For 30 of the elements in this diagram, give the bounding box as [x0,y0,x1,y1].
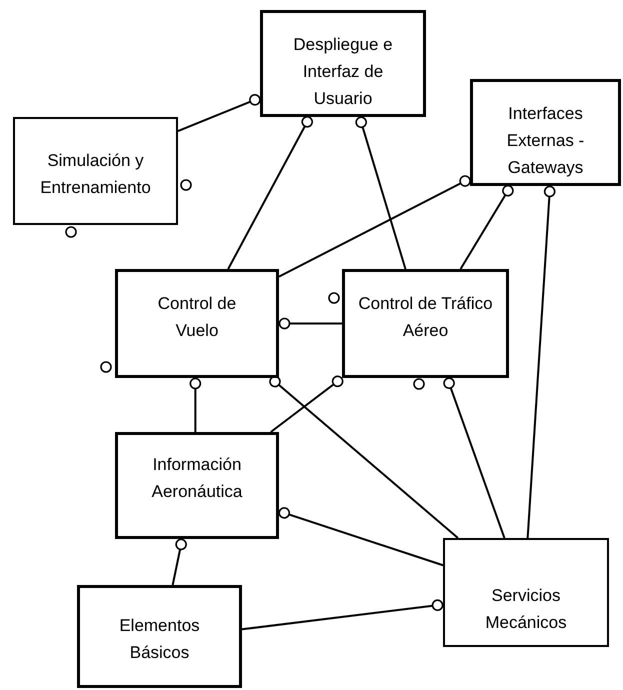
component-label: Interfaces Externas -Gateways [506,103,586,179]
connector [278,318,342,330]
component-box [342,269,509,378]
component-label: Control de Tráfico Aéreo [357,293,494,342]
connector [355,116,406,270]
component-box [13,117,178,225]
connector [269,376,459,539]
component-box [470,79,621,186]
component-box [115,432,279,539]
component-label: Servicios Mecánicos [484,585,568,634]
connector [443,377,506,538]
connector [190,378,202,432]
connector [278,507,444,566]
component-box [443,538,609,647]
connector [526,186,556,538]
connector [178,94,261,132]
connector [227,116,313,270]
component-label: Información Aeronáutica [150,454,244,503]
component-label: Control de Vuelo [156,293,238,342]
connector [460,184,514,270]
component-label: Simulación y Entrenamiento [39,150,152,199]
component-box [77,585,242,688]
connector [172,538,187,586]
component-box [115,269,279,378]
component-box [260,10,426,117]
component-label: Despliegue e Interfaz de Usuario [292,34,394,110]
connector [278,175,471,278]
connector [270,376,344,433]
component-label: Elementos Básicos [118,615,201,664]
connector [242,599,444,630]
